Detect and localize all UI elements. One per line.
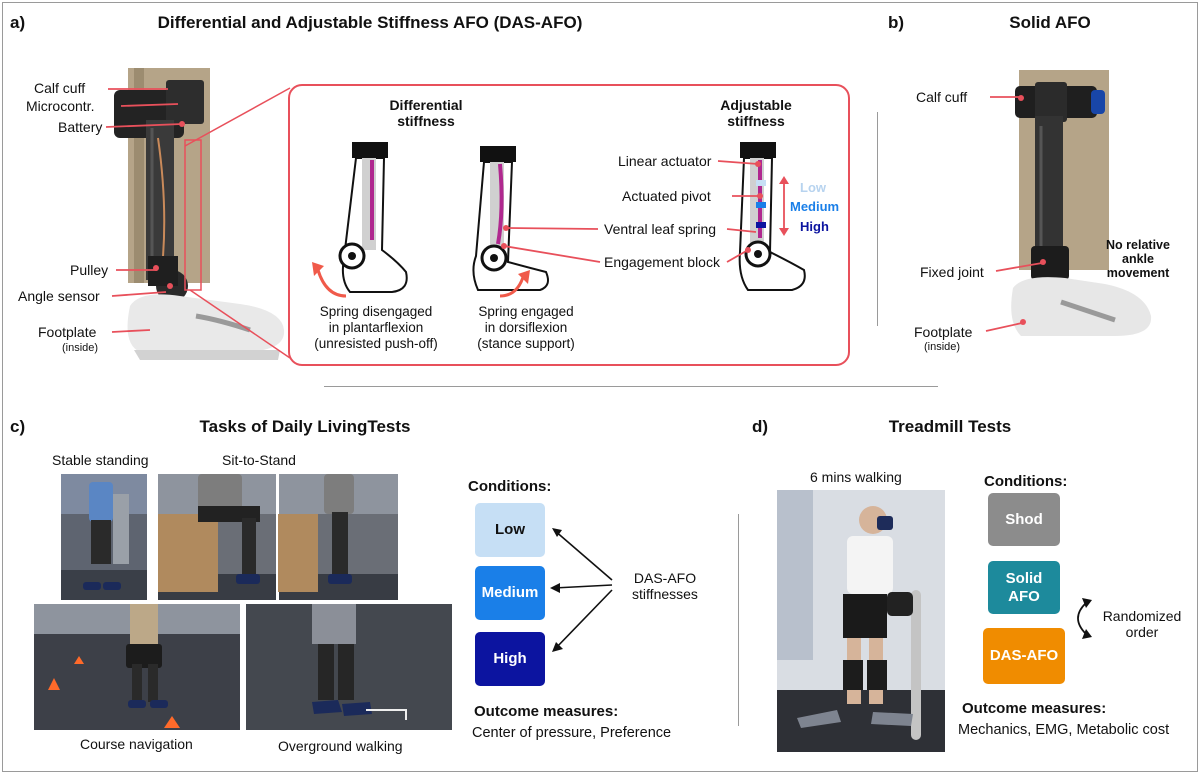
label-overground-walking: Overground walking (278, 738, 403, 754)
d-conditions-heading: Conditions: (984, 473, 1068, 490)
photo-stable-standing (61, 474, 147, 600)
label-stable-standing: Stable standing (52, 452, 149, 468)
label-b-footplate: Footplate (914, 324, 973, 340)
condition-solid-afo: Solid AFO (988, 561, 1060, 614)
panel-b-letter: b) (888, 13, 905, 32)
label-ventral-leaf-spring: Ventral leaf spring (604, 221, 717, 237)
d-outcome-text: Mechanics, EMG, Metabolic cost (958, 722, 1170, 738)
condition-shod: Shod (988, 493, 1060, 546)
das-afo-photo (100, 68, 290, 368)
label-low: Low (800, 180, 826, 195)
label-inside-a: (inside) (62, 342, 99, 354)
c-outcome-text: Center of pressure, Preference (472, 725, 672, 741)
adjustable-heading: Adjustable stiffness (720, 97, 792, 129)
brace-plantarflexion-drawing (312, 142, 408, 298)
photo-course-navigation (34, 604, 240, 730)
c-outcome-heading: Outcome measures: (474, 703, 619, 720)
condition-high: High (475, 632, 545, 686)
brace-dorsiflexion-drawing (472, 146, 549, 298)
label-b-calf-cuff: Calf cuff (916, 89, 968, 105)
label-angle-sensor: Angle sensor (18, 288, 100, 304)
label-six-mins: 6 mins walking (810, 469, 902, 485)
panel-d-title: Treadmill Tests (888, 417, 1012, 436)
panel-b-title: Solid AFO (1009, 13, 1091, 32)
label-high: High (800, 219, 829, 234)
inset-box (288, 84, 850, 366)
no-relative-movement-note: No relative ankle movement (1106, 238, 1170, 280)
c-conditions-heading: Conditions: (468, 478, 552, 495)
condition-low: Low (475, 503, 545, 557)
panel-d-letter: d) (752, 417, 769, 436)
photo-sit-to-stand (158, 474, 398, 600)
label-footplate: Footplate (38, 324, 97, 340)
divider-top-bottom (324, 386, 938, 387)
label-fixed-joint: Fixed joint (920, 264, 984, 280)
solid-afo-photo (1005, 70, 1155, 342)
label-b-inside: (inside) (924, 341, 961, 353)
differential-heading: Differential stiffness (389, 97, 463, 129)
label-medium: Medium (790, 199, 840, 214)
brace-adjustable-drawing (738, 142, 806, 291)
randomized-order-label: Randomized order (1102, 608, 1182, 640)
label-pulley: Pulley (70, 262, 109, 278)
condition-das-afo: DAS-AFO (983, 628, 1065, 684)
label-actuated-pivot: Actuated pivot (622, 188, 711, 204)
condition-medium: Medium (475, 566, 545, 620)
label-microcontroller: Microcontr. (26, 98, 95, 114)
panel-a-letter: a) (10, 13, 26, 32)
d-outcome-heading: Outcome measures: (962, 700, 1107, 717)
panel-c-title: Tasks of Daily LivingTests (199, 417, 411, 436)
label-calf-cuff: Calf cuff (34, 80, 86, 96)
caption-disengaged: Spring disengaged in plantarflexion (unr… (314, 304, 438, 351)
divider-cd (738, 514, 739, 726)
label-engagement-block: Engagement block (604, 254, 720, 270)
caption-engaged: Spring engaged in dorsiflexion (stance s… (477, 304, 575, 351)
label-linear-actuator: Linear actuator (618, 153, 712, 169)
panel-a-title: Differential and Adjustable Stiffness AF… (157, 13, 583, 32)
label-course-navigation: Course navigation (80, 736, 193, 752)
photo-overground-walking (246, 604, 452, 730)
photo-treadmill (777, 490, 945, 752)
label-battery: Battery (58, 119, 103, 135)
label-sit-to-stand: Sit-to-Stand (222, 452, 296, 468)
panel-c-letter: c) (10, 417, 26, 436)
divider-ab (877, 112, 878, 326)
das-afo-stiffnesses-label: DAS-AFO stiffnesses (632, 570, 698, 602)
